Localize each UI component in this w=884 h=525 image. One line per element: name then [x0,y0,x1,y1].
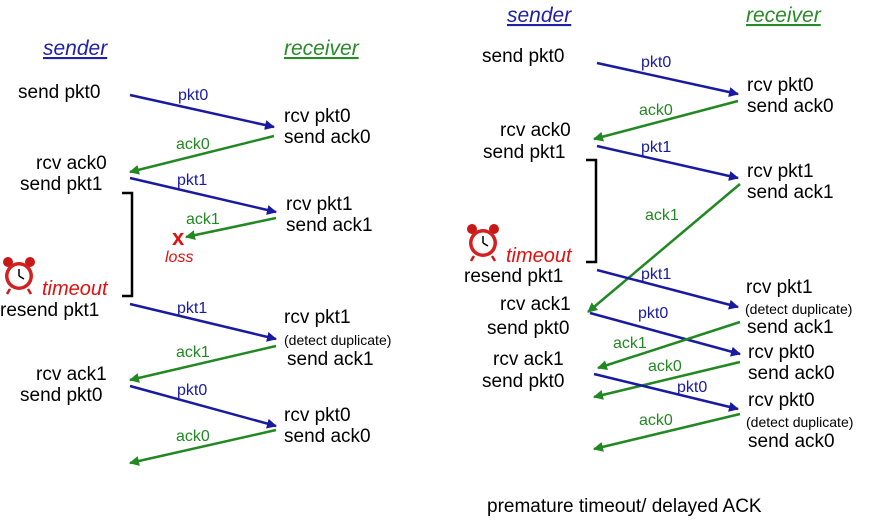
right-receiver-event: send ack0 [747,96,834,117]
ack-arrow [185,216,277,241]
loss-x-icon: x [172,225,185,250]
packet-label: pkt1 [641,266,671,283]
left-receiver-event: send ack1 [287,349,374,370]
alarm-clock-icon [467,224,499,262]
ack-label: ack1 [613,335,647,352]
packet-label: pkt0 [641,54,671,71]
ack-label: ack0 [648,358,682,375]
packet-label: pkt0 [178,87,208,104]
left-receiver-header: receiver [284,37,360,60]
right-receiver-event: rcv pkt0 [748,390,815,411]
right-sender-header: sender [507,4,572,27]
right-receiver-event: (detect duplicate) [746,414,853,430]
timeout-label: timeout [506,245,573,267]
timer-bracket [586,158,598,264]
ack-arrow [597,320,741,370]
packet-arrow [596,268,739,310]
timeout-label: timeout [42,278,109,300]
right-receiver-event: send ack0 [748,363,835,384]
ack-label: ack0 [639,102,673,119]
left-receiver-event: send ack0 [284,127,371,148]
ack-arrow [593,99,739,142]
packet-label: pkt1 [641,139,671,156]
timer-bracket [122,191,134,298]
right-sender-event: rcv ack1 [493,349,564,370]
left-sender-event: send pkt0 [18,82,100,103]
ack-label: ack1 [176,344,210,361]
packet-arrow [129,176,277,215]
right-receiver-event: send ack0 [748,431,835,452]
packet-arrow [596,144,739,181]
ack-arrow [593,412,741,452]
right-sender-event: send pkt1 [483,142,565,163]
packet-label: pkt0 [638,305,668,322]
left-sender-event: send pkt1 [20,174,102,195]
packet-label: pkt1 [177,300,207,317]
right-receiver-event: rcv pkt1 [747,161,814,182]
right-sender-event: send pkt0 [482,371,564,392]
packet-arrow [129,93,275,130]
left-receiver-event: rcv pkt1 [286,194,353,215]
right-sender-event: send pkt0 [487,318,569,339]
right-receiver-event: rcv pkt0 [748,342,815,363]
right-sender-event: rcv ack1 [500,294,571,315]
packet-label: pkt1 [177,172,207,189]
left-receiver-event: rcv pkt1 [284,307,351,328]
packet-arrow [129,384,277,429]
left-sender-header: sender [43,37,108,60]
right-receiver-header: receiver [746,4,822,27]
left-receiver-event: rcv pkt0 [284,106,351,127]
left-sender-event: resend pkt1 [0,300,99,321]
right-receiver-event: (detect duplicate) [745,301,852,317]
left-receiver-event: (detect duplicate) [284,332,391,348]
loss-label: loss [165,249,193,266]
diagram-caption: premature timeout/ delayed ACK [487,496,762,517]
right-receiver-event: send ack1 [747,182,834,203]
packet-label: pkt0 [677,379,707,396]
packet-arrow [589,311,741,357]
left-sender-event: rcv ack0 [36,153,107,174]
ack-label: ack0 [176,136,210,153]
ack-label: ack0 [639,412,673,429]
ack-arrow [129,428,277,466]
right-receiver-event: rcv pkt1 [746,277,813,298]
ack-arrow [587,183,741,313]
left-sender-event: send pkt0 [20,385,102,406]
right-receiver-event: send ack1 [747,317,834,338]
packet-arrow [596,61,739,97]
ack-label: ack1 [186,211,220,228]
ack-arrow [129,134,275,175]
left-receiver-event: send ack1 [286,215,373,236]
ack-arrow [593,360,741,400]
alarm-clock-icon [3,257,35,295]
ack-arrow [129,344,277,383]
packet-arrow [593,372,739,412]
ack-label: ack1 [645,207,679,224]
right-receiver-event: rcv pkt0 [747,75,814,96]
right-sender-event: send pkt0 [482,46,564,67]
right-sender-event: rcv ack0 [500,120,571,141]
right-sender-event: resend pkt1 [464,266,563,287]
packet-label: pkt0 [177,382,207,399]
left-sender-event: rcv ack1 [36,364,107,385]
ack-label: ack0 [176,428,210,445]
packet-arrow [129,302,277,342]
left-receiver-event: rcv pkt0 [284,405,351,426]
left-receiver-event: send ack0 [284,426,371,447]
